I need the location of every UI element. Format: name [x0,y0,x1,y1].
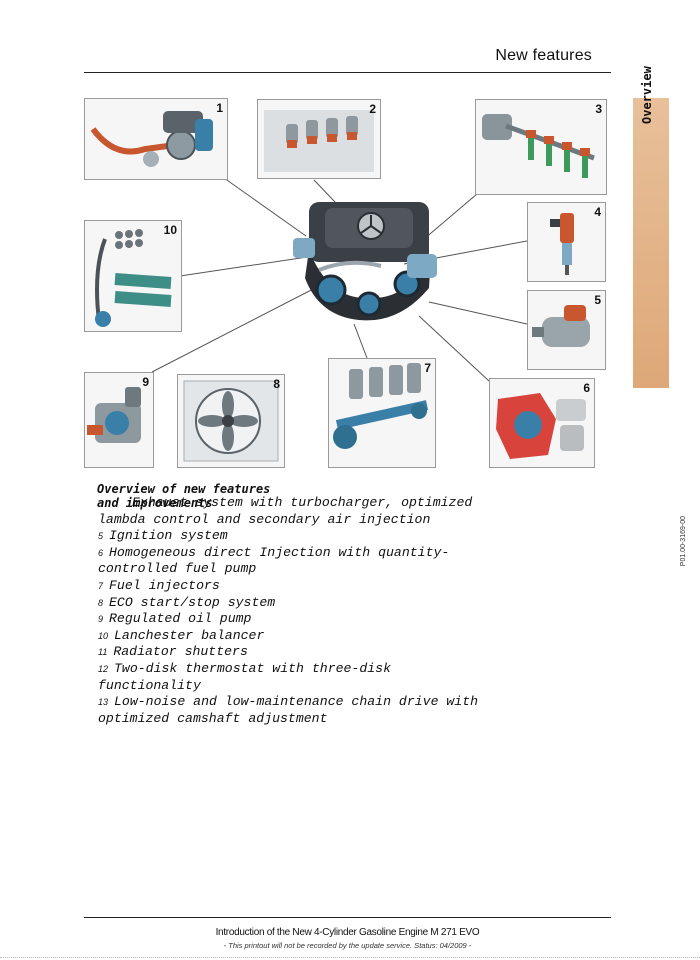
caption-list: Exhaust system with turbocharger, optimi… [98,495,488,727]
caption-item: 5 Ignition system [98,528,488,545]
side-tab[interactable] [633,98,669,388]
panel-fuel-injector: 4 [527,202,606,282]
panel-crankshaft: 7 [328,358,436,468]
footer-title: Introduction of the New 4-Cylinder Gasol… [215,927,480,938]
figure-code: P01.00-3169-00 [680,516,687,567]
caption-item-number: 10 [98,630,109,641]
panel-number: 4 [594,205,601,219]
caption-item-number: 8 [98,597,104,608]
panel-starter: 5 [527,290,606,370]
panel-radiator-fan: 8 [177,374,285,468]
footer-rule [84,917,611,918]
caption-item-number: 6 [98,547,104,558]
panel-thermostat: 6 [489,378,595,468]
leader-lines [151,177,528,382]
caption-item-number: 13 [98,697,109,708]
side-tab-label: Overview [640,66,654,124]
panel-number: 8 [273,377,280,391]
panel-number: 1 [216,101,223,115]
caption-item-text: Ignition system [109,528,228,544]
panel-chain-drive: 10 [84,220,182,332]
panel-number: 10 [163,223,177,237]
caption-heading: Overview of new features and improvement… [97,482,271,510]
footer-dotted-rule [0,957,700,959]
caption-item-text: Regulated oil pump [109,611,252,627]
panel-oil-pump: 9 [84,372,154,468]
caption-item-text: Low-noise and low-maintenance chain driv… [98,694,479,726]
caption-item-text: Two-disk thermostat with three-disk func… [98,660,391,693]
engine-illustration [289,180,449,330]
header-rule [84,72,611,73]
panel-number: 6 [583,381,590,395]
figure: 1 2 [84,96,687,566]
caption-item-text: Homogeneous direct Injection with quanti… [98,544,450,577]
caption-item-number: 5 [98,531,104,542]
panel-number: 7 [424,361,431,375]
panel-turbocharger: 1 [84,98,228,180]
caption-item: 11 Radiator shutters [98,644,488,661]
caption-item: 9 Regulated oil pump [98,611,488,628]
panel-number: 9 [142,375,149,389]
panel-ignition: 2 [257,99,381,179]
panel-number: 2 [369,102,376,116]
panel-injection-rail: 3 [475,99,607,195]
caption-item-number: 9 [98,614,104,625]
caption-item: 8 ECO start/stop system [98,595,488,612]
page-header-title: New features [495,47,592,64]
caption-item-text: Lanchester balancer [114,627,265,643]
panel-number: 5 [594,293,601,307]
caption-item-number: 11 [98,647,108,658]
caption-item: 10 Lanchester balancer [98,628,488,645]
caption-item-number: 12 [98,663,109,674]
footer-note: - This printout will not be recorded by … [223,941,472,950]
caption-item-text: Radiator shutters [113,644,248,660]
caption-item: 7 Fuel injectors [98,578,488,595]
caption-item-text: Exhaust system with turbocharger, optimi… [98,495,473,527]
caption-item-number: 7 [98,580,104,591]
caption-item-text: Fuel injectors [109,577,220,593]
caption-item: Exhaust system with turbocharger, optimi… [98,495,488,528]
caption-item-text: ECO start/stop system [109,594,276,610]
panel-number: 3 [595,102,602,116]
